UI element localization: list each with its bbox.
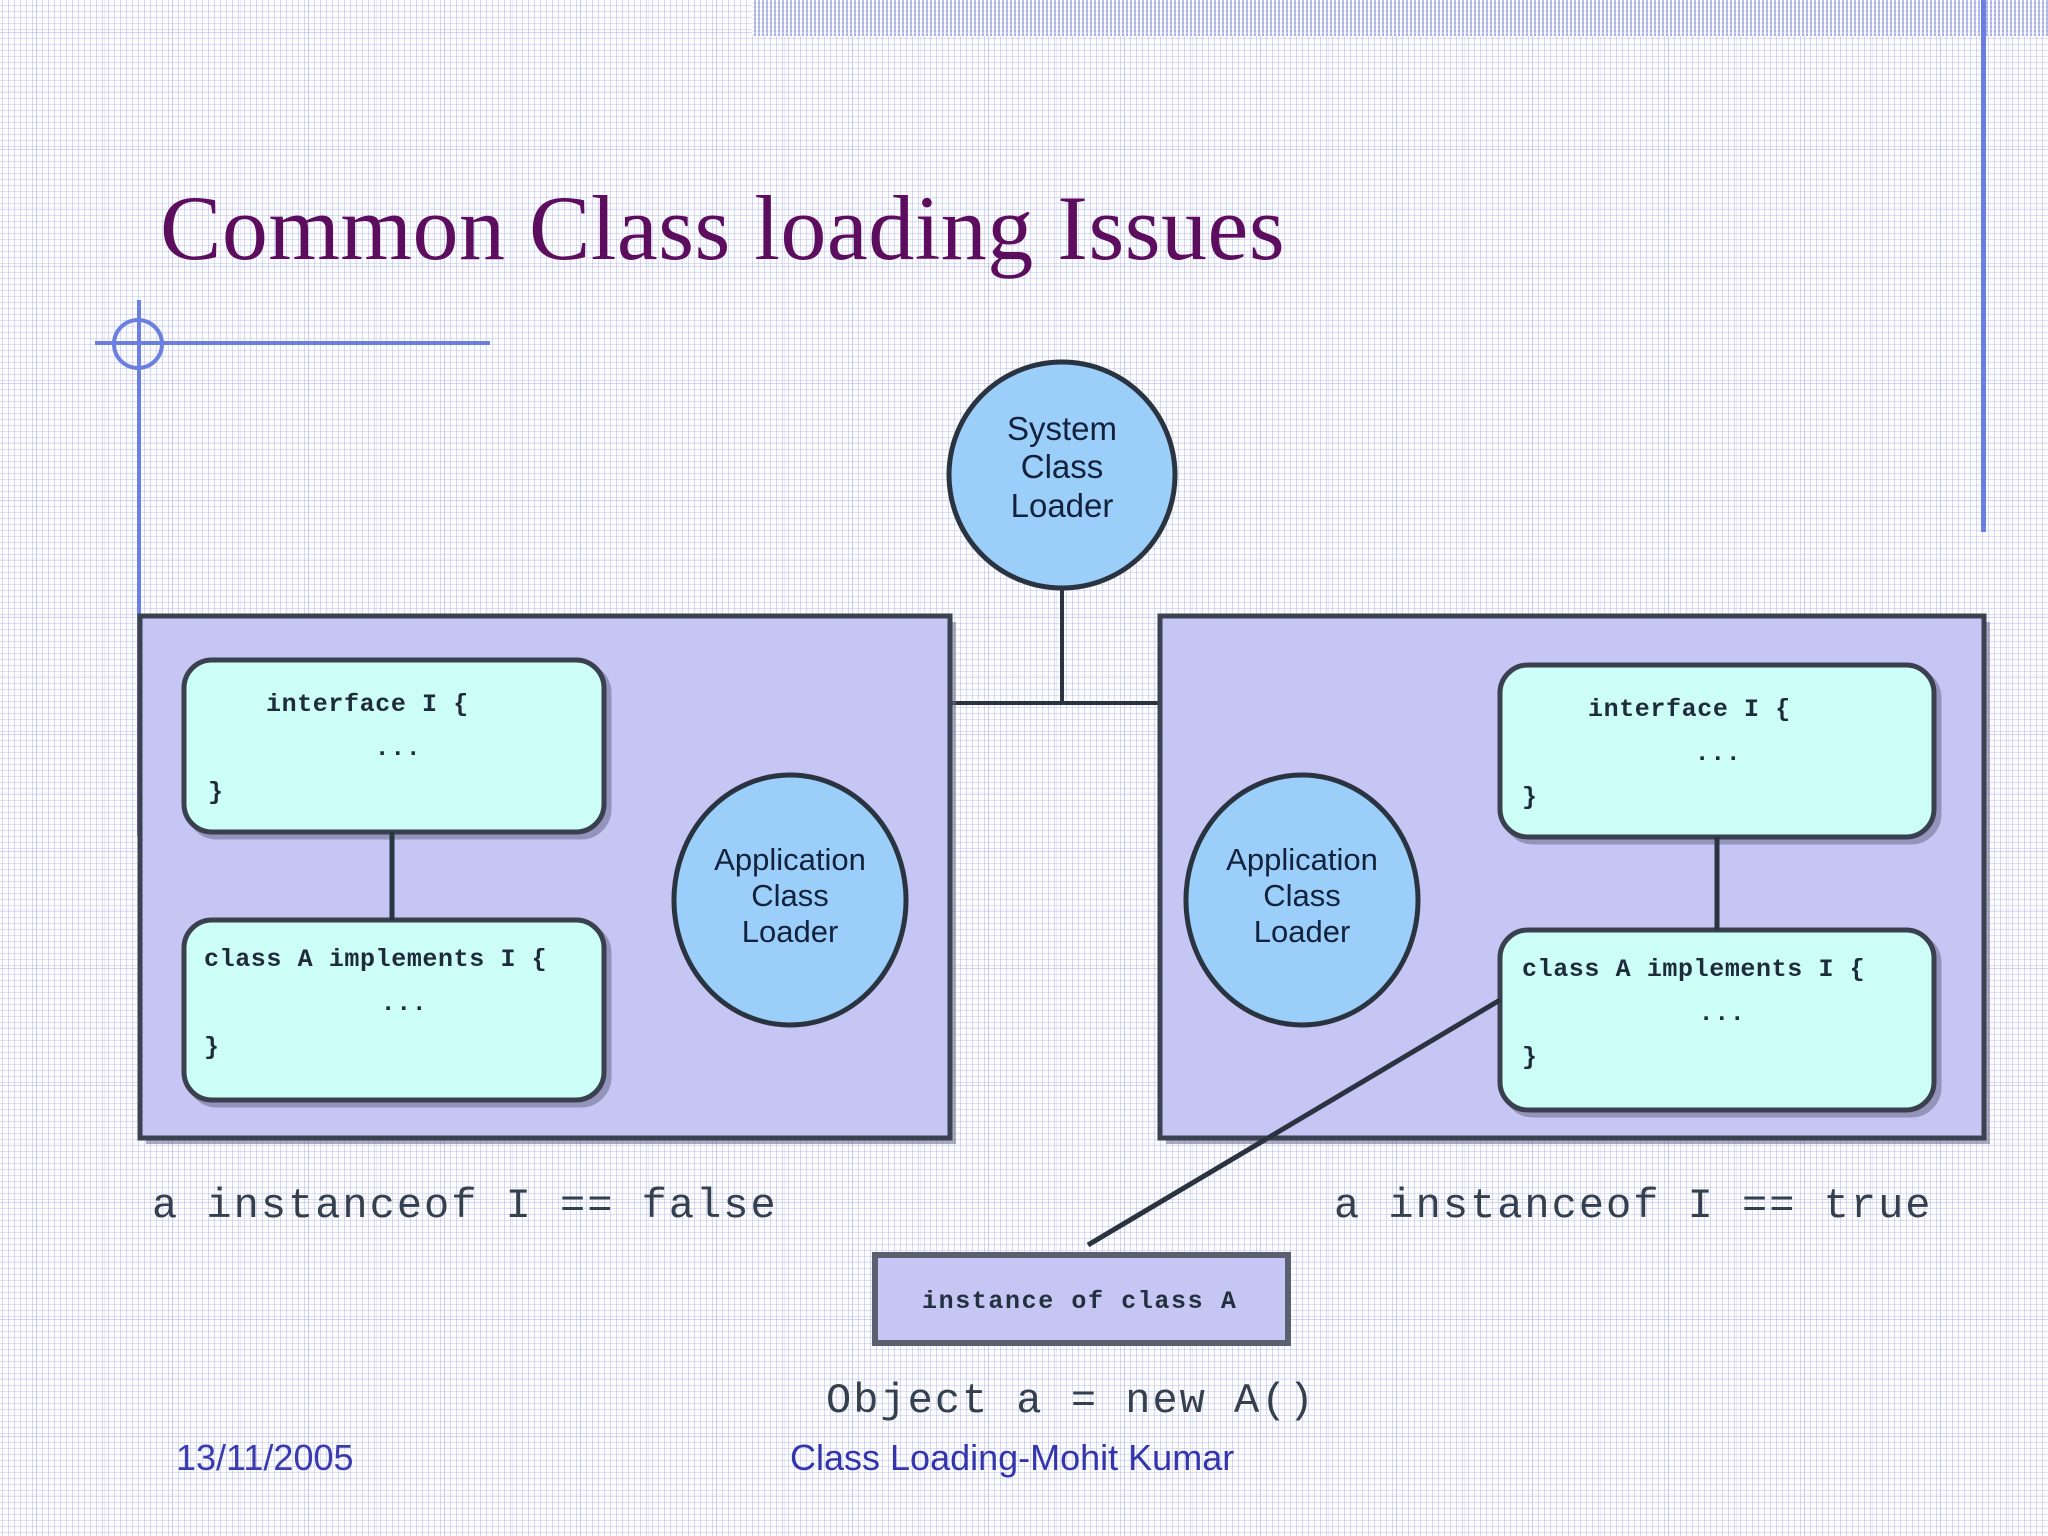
left-interface-line-3: } (208, 777, 224, 807)
right-panel-caption: a instanceof I == true (1334, 1182, 1933, 1230)
right-vertical-rule (1981, 0, 1986, 532)
left-loader-line-2: Class (751, 877, 829, 913)
decorative-circle-icon (112, 318, 164, 370)
system-loader-line-3: Loader (1010, 486, 1114, 524)
right-interface-line-2: ... (1694, 738, 1742, 768)
right-class-line-3: } (1522, 1042, 1538, 1072)
left-class-line-3: } (204, 1032, 220, 1062)
left-interface-line-2: ... (374, 733, 422, 763)
top-decorative-band (752, 0, 2048, 36)
left-class-line-1: class A implements I { (204, 945, 548, 974)
right-loader-line-1: Application (1226, 842, 1378, 877)
left-application-class-loader-label: Application Class Loader (670, 842, 910, 950)
footer-date: 13/11/2005 (176, 1437, 354, 1478)
right-application-class-loader-label: Application Class Loader (1182, 842, 1422, 950)
right-class-line-2: ... (1698, 998, 1746, 1028)
title-underline-rule (95, 341, 490, 345)
left-class-code-box-text: class A implements I { ... } (204, 938, 604, 1069)
left-loader-line-3: Loader (741, 913, 839, 949)
right-class-code-box-text: class A implements I { ... } (1522, 948, 1922, 1079)
left-interface-line-1: interface I { (266, 690, 469, 719)
right-class-line-1: class A implements I { (1522, 955, 1866, 984)
left-panel-caption: a instanceof I == false (152, 1182, 778, 1230)
instance-box-label: instance of class A (922, 1287, 1238, 1316)
object-expression-label: Object a = new A() (826, 1377, 1316, 1425)
left-interface-code-box-text: interface I { ... } (208, 683, 588, 814)
system-loader-line-1: System (1006, 410, 1118, 447)
left-vertical-rule (137, 300, 141, 836)
right-interface-line-3: } (1522, 782, 1538, 812)
system-loader-line-2: Class (1020, 448, 1104, 486)
system-class-loader-label: System Class Loader (942, 410, 1182, 525)
right-interface-line-1: interface I { (1588, 695, 1791, 724)
page-title: Common Class loading Issues (160, 177, 1286, 279)
left-loader-line-1: Application (714, 842, 866, 877)
right-interface-code-box-text: interface I { ... } (1522, 688, 1914, 819)
left-class-line-2: ... (380, 988, 428, 1018)
footer-title: Class Loading-Mohit Kumar (790, 1437, 1235, 1478)
right-loader-line-3: Loader (1253, 913, 1351, 949)
right-loader-line-2: Class (1263, 877, 1341, 913)
